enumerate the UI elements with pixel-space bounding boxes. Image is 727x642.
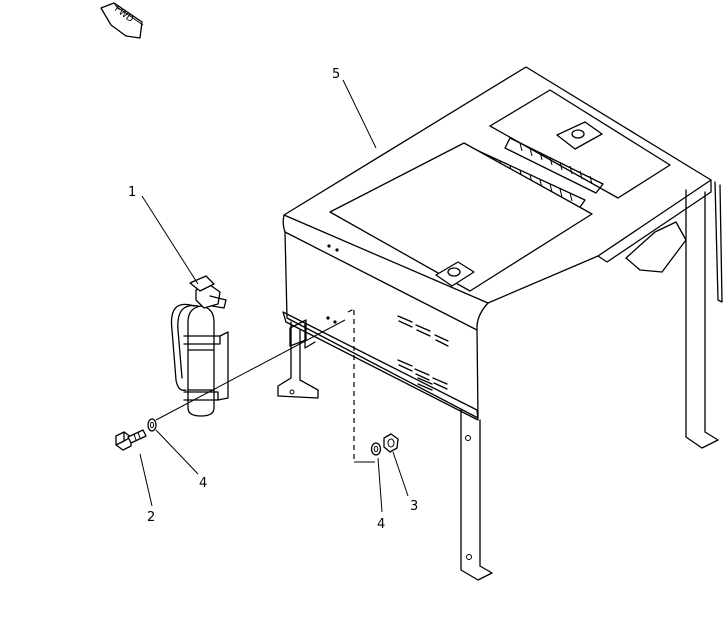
nut <box>383 433 399 453</box>
assembly-lines <box>155 307 375 463</box>
callout-4-left: 4 <box>199 476 207 491</box>
callout-2: 2 <box>147 510 155 525</box>
callout-3: 3 <box>410 499 418 514</box>
washer-left <box>147 418 157 432</box>
fwd-indicator: FWD <box>100 2 144 39</box>
fire-extinguisher <box>170 275 229 417</box>
bolt <box>115 429 147 451</box>
canopy-cover <box>277 66 723 581</box>
callout-5: 5 <box>332 67 340 82</box>
callout-4-right: 4 <box>377 517 385 532</box>
leader-lines <box>139 79 409 513</box>
washer-right <box>370 442 382 456</box>
callout-1: 1 <box>128 185 136 200</box>
